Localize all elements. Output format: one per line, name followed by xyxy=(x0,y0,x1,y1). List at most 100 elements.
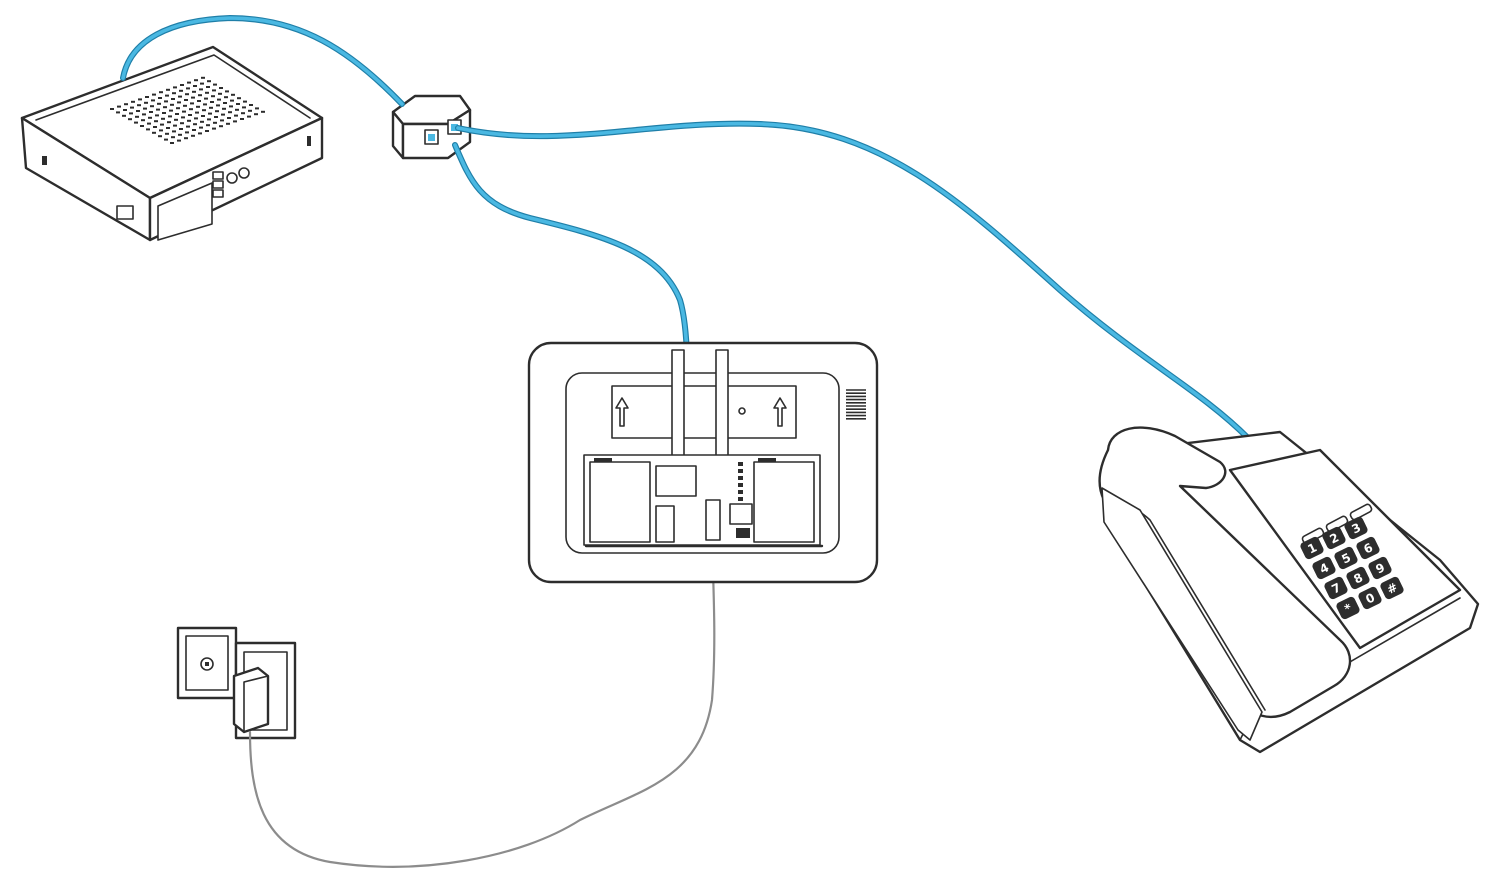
keypad-key-cap xyxy=(1322,526,1346,550)
terminal-pin xyxy=(738,497,743,501)
vent-slot xyxy=(155,114,159,117)
vent-slot xyxy=(187,81,191,84)
speaker-grille xyxy=(846,389,866,420)
terminal-pin xyxy=(738,476,743,480)
power-jack xyxy=(729,503,753,525)
keypad-key: 7 xyxy=(1324,576,1348,600)
vent-slot xyxy=(208,112,212,115)
power-adapter-edge xyxy=(243,675,269,733)
terminal-pin xyxy=(738,469,743,473)
vent-slot xyxy=(166,88,170,91)
vent-slot xyxy=(146,128,150,131)
vent-slot xyxy=(171,98,175,100)
vent-slot xyxy=(166,127,170,129)
vent-slot xyxy=(198,94,202,97)
vent-slot xyxy=(188,114,192,116)
alarm-panel xyxy=(527,341,879,584)
vent-slot xyxy=(261,110,265,113)
vent-slot xyxy=(175,113,179,115)
vent-slot xyxy=(195,111,199,114)
vent-slot xyxy=(153,126,157,128)
cable-modem-to-splitter xyxy=(121,16,404,106)
vent-slot xyxy=(193,123,197,126)
keypad-key-cap xyxy=(1334,546,1358,570)
terminal-pin xyxy=(738,490,743,494)
vent-slot xyxy=(152,131,156,134)
vent-slot xyxy=(189,108,193,111)
vent-slot xyxy=(205,91,209,94)
keypad-key: * xyxy=(1336,596,1360,620)
modem-knob xyxy=(226,172,238,184)
power-cable xyxy=(248,538,716,868)
vent-slot xyxy=(216,104,220,107)
wall-socket-phone-hole xyxy=(205,662,209,666)
vent-slot xyxy=(200,82,204,85)
keypad-key: 4 xyxy=(1312,556,1336,580)
power-adapter xyxy=(232,666,270,734)
keypad-key-cap xyxy=(1380,576,1404,600)
vent-slot xyxy=(242,106,246,109)
vent-slot xyxy=(164,138,168,141)
vent-slot xyxy=(255,107,259,110)
vent-slot xyxy=(178,95,182,98)
vent-slot xyxy=(141,119,145,122)
vent-slot xyxy=(198,132,202,135)
vent-slot xyxy=(192,90,196,93)
battery-compartment-right xyxy=(753,461,815,543)
vent-slot xyxy=(247,115,251,118)
vent-slot xyxy=(156,108,160,111)
vent-slot xyxy=(190,102,194,105)
vent-slot xyxy=(231,93,235,96)
splitter-port-1-plug xyxy=(428,134,435,141)
keypad-key: 9 xyxy=(1368,556,1392,580)
vent-slot xyxy=(149,111,153,113)
vent-slot xyxy=(230,99,234,102)
vent-slot xyxy=(223,102,227,104)
vent-slot xyxy=(131,100,135,103)
vent-slot xyxy=(199,88,203,91)
vent-slot xyxy=(168,115,172,118)
vent-slot xyxy=(224,96,228,99)
vent-slot xyxy=(194,79,198,82)
cable-splitter-to-telephone xyxy=(456,121,1250,440)
vent-slot xyxy=(220,119,224,122)
vent-slot xyxy=(150,105,154,108)
keypad-key: 0 xyxy=(1358,586,1382,610)
phone-jack-slot xyxy=(655,505,675,543)
vent-slot xyxy=(164,100,168,103)
vent-slot xyxy=(129,112,133,115)
vent-slot xyxy=(207,80,211,83)
keypad-key: 2 xyxy=(1322,526,1346,550)
vent-slot xyxy=(254,113,258,116)
vent-slot xyxy=(143,107,147,110)
vent-slot xyxy=(225,90,229,93)
compartment-label xyxy=(594,458,612,462)
modem-router xyxy=(20,45,324,242)
vent-slot xyxy=(162,112,166,114)
vent-slot xyxy=(152,93,156,96)
vent-slot xyxy=(221,113,225,116)
vent-slot xyxy=(202,109,206,112)
modem-side-led xyxy=(307,136,311,146)
vent-slot xyxy=(144,101,148,104)
modem-bevel xyxy=(35,54,311,121)
vent-slot xyxy=(134,121,138,124)
vent-slot xyxy=(201,76,205,79)
vent-slot xyxy=(142,113,146,116)
vent-slot xyxy=(213,121,217,124)
vent-slot xyxy=(180,122,184,125)
vent-slot xyxy=(179,89,183,92)
terminal-pin xyxy=(738,462,743,466)
keyhole-right-icon xyxy=(773,397,787,427)
compartment-label xyxy=(758,458,776,462)
vent-slot xyxy=(218,92,222,95)
vent-slot xyxy=(161,117,165,120)
power-jack-body xyxy=(736,528,750,538)
vent-slot xyxy=(209,106,213,109)
vent-slot xyxy=(124,103,128,106)
modem-side-led xyxy=(42,156,47,165)
vent-slot xyxy=(110,108,114,110)
vent-slot xyxy=(159,91,163,94)
vent-slot xyxy=(186,87,190,90)
vent-slot xyxy=(159,129,163,132)
